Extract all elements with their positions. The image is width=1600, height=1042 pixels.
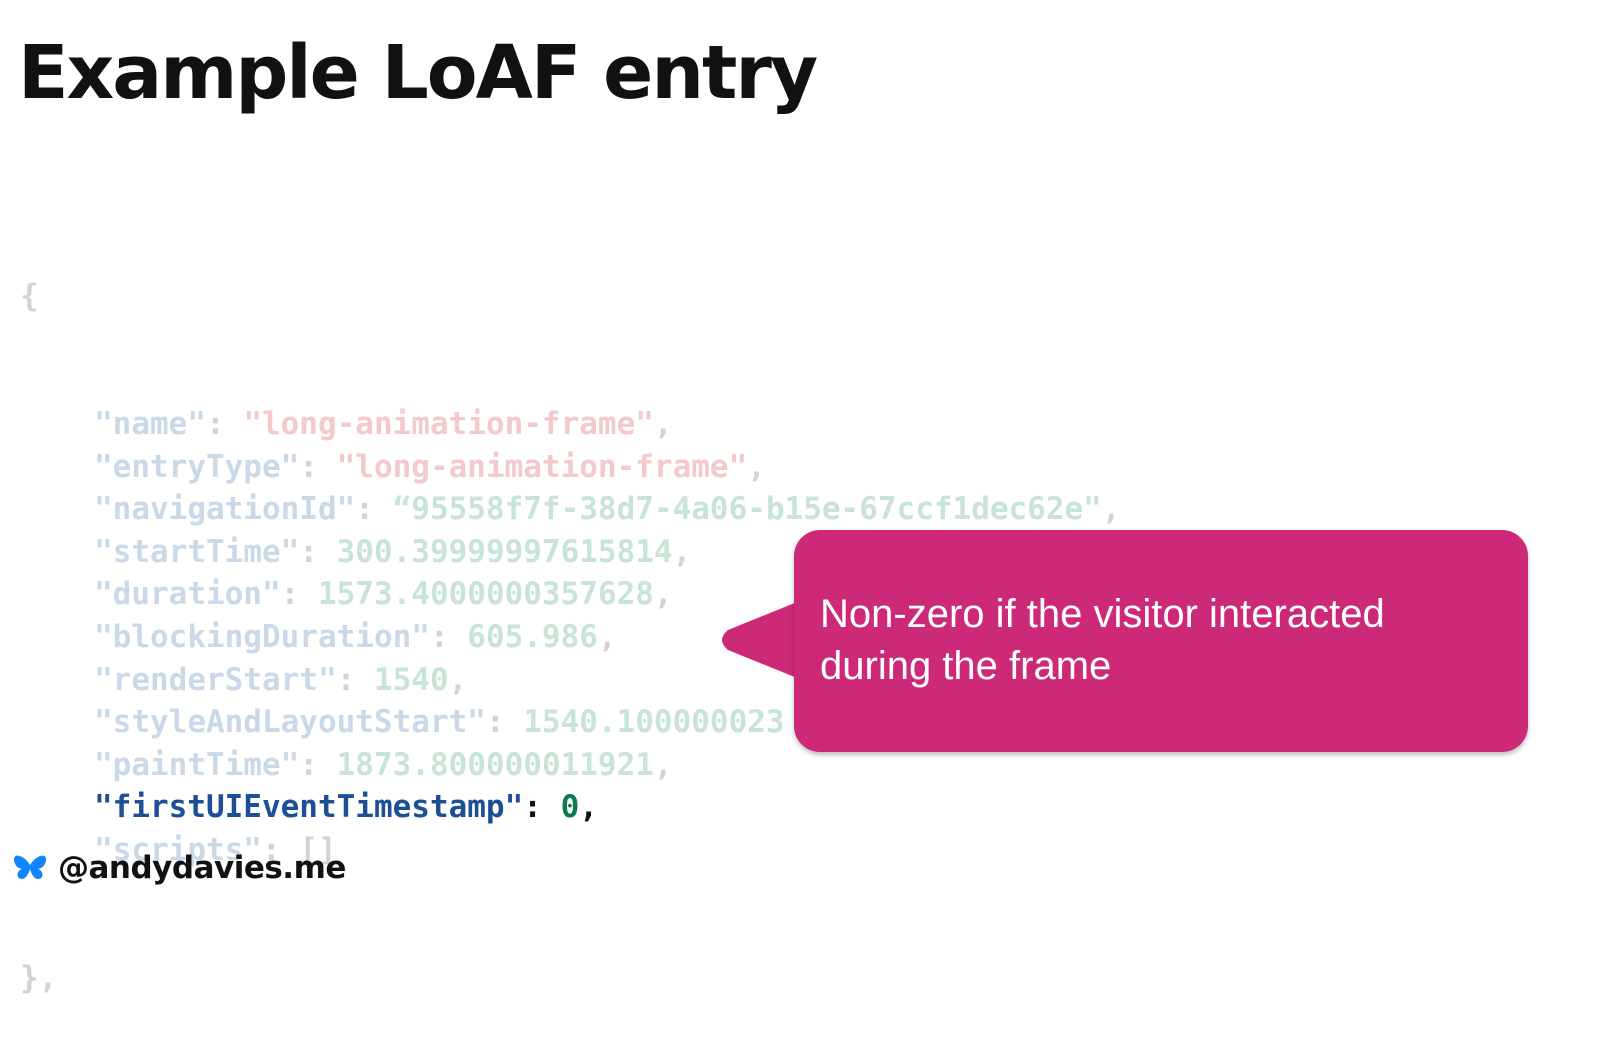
code-line: "startTime": 300.39999997615814, (94, 533, 692, 570)
code-value: 1540.100000023 (523, 704, 785, 741)
code-line: "scripts": [] (94, 831, 337, 868)
code-key: "navigationId" (94, 491, 356, 528)
code-block: { "name": "long-animation-frame", "entryT… (20, 190, 1121, 1042)
code-key: "startTime" (94, 533, 300, 570)
code-value: 300.39999997615814 (336, 533, 673, 570)
code-close-brace: }, (20, 959, 58, 996)
slide-title: Example LoAF entry (18, 30, 818, 116)
code-value: 0 (560, 789, 580, 826)
callout-text: Non-zero if the visitor interacted durin… (820, 592, 1385, 688)
code-line: "renderStart": 1540, (94, 661, 468, 698)
code-value: 1573.4000000357628 (317, 576, 654, 613)
code-line: "blockingDuration": 605.986, (94, 618, 617, 655)
author-handle: @andydavies.me (58, 850, 346, 886)
code-line: "paintTime": 1873.800000011921, (94, 746, 673, 783)
code-line-highlighted: "firstUIEventTimestamp": 0, (94, 789, 598, 826)
code-line: "navigationId": “95558f7f-38d7-4a06-b15e… (94, 491, 1121, 528)
code-entries: "name": "long-animation-frame", "entryTyp… (20, 403, 1121, 872)
code-value: [] (299, 831, 337, 868)
code-key: "renderStart" (94, 661, 337, 698)
code-key: "paintTime" (94, 746, 300, 783)
code-line: "entryType": "long-animation-frame", (94, 448, 766, 485)
code-key: "firstUIEventTimestamp" (94, 789, 524, 826)
code-value: “95558f7f-38d7-4a06-b15e-67ccf1dec62e" (392, 491, 1102, 528)
code-line: "duration": 1573.4000000357628, (94, 576, 673, 613)
code-open-brace: { (20, 278, 39, 315)
code-key: "duration" (94, 576, 281, 613)
code-key: "styleAndLayoutStart" (94, 704, 486, 741)
callout-box: Non-zero if the visitor interacted durin… (794, 530, 1528, 752)
code-key: "blockingDuration" (94, 618, 430, 655)
code-key: "entryType" (94, 448, 300, 485)
code-value: "long-animation-frame" (243, 405, 654, 442)
code-value: 1873.800000011921 (336, 746, 654, 783)
code-line: "styleAndLayoutStart": 1540.100000023 (94, 704, 785, 741)
code-value: 605.986 (467, 618, 598, 655)
code-value: 1540 (373, 661, 449, 698)
code-line: "name": "long-animation-frame", (94, 405, 673, 442)
code-key: "scripts" (94, 831, 262, 868)
butterfly-icon (14, 855, 46, 879)
code-key: "name" (94, 405, 206, 442)
footer: @andydavies.me (12, 850, 346, 886)
callout-pointer (722, 600, 802, 680)
code-value: "long-animation-frame" (336, 448, 748, 485)
